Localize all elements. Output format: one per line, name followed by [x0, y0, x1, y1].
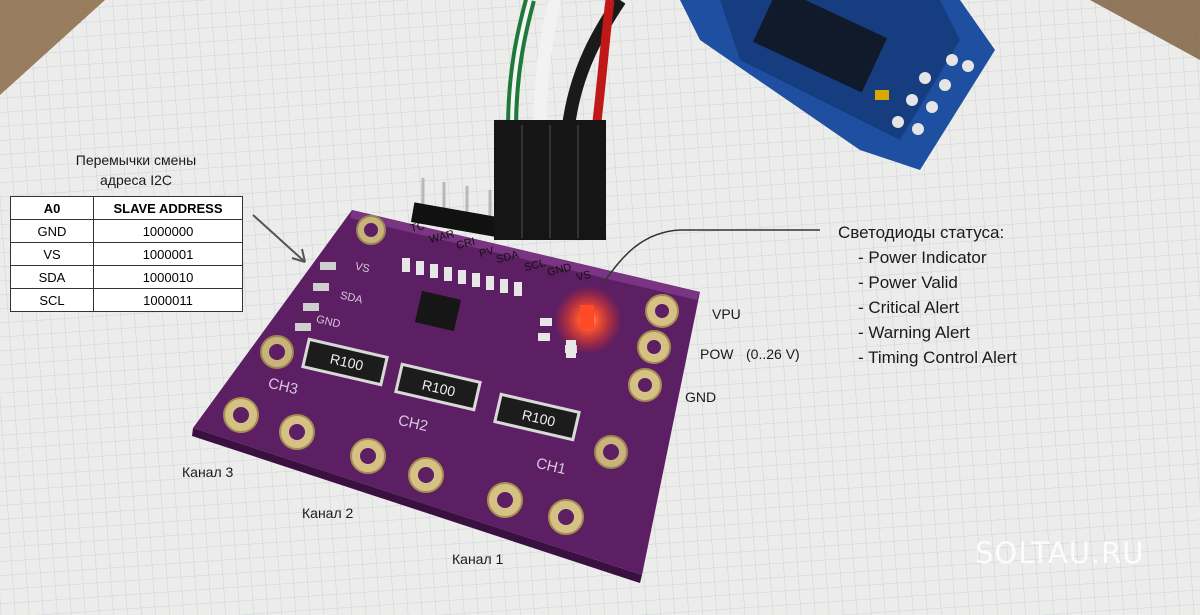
- table-row: VS 1000001: [10, 242, 243, 266]
- status-item-power-indicator: - Power Indicator: [858, 248, 987, 267]
- table-cell: SCL: [10, 288, 94, 312]
- jumper-arrow: [252, 214, 306, 263]
- status-item-critical-alert: - Critical Alert: [858, 298, 960, 317]
- table-cell: SDA: [10, 265, 94, 289]
- channel-2-label: Канал 2: [302, 505, 354, 521]
- jumper-arrow-head: [291, 248, 306, 263]
- table-header-a0: A0: [10, 196, 94, 220]
- pin-header: [410, 120, 606, 240]
- table-cell: 1000010: [93, 265, 243, 289]
- status-led: [580, 305, 594, 329]
- status-led-legend: Светодиоды статуса: - Power Indicator - …: [838, 220, 1017, 370]
- table-row: SDA 1000010: [10, 265, 243, 289]
- table-row: SCL 1000011: [10, 288, 243, 312]
- table-cell: GND: [10, 219, 94, 243]
- led-pointer-line: [603, 229, 820, 283]
- table-header-row: A0 SLAVE ADDRESS: [10, 196, 243, 220]
- dupont-wires: [506, 0, 626, 131]
- label-pow-range: (0..26 V): [746, 346, 800, 362]
- status-led-title: Светодиоды статуса:: [838, 223, 1005, 242]
- status-item-timing-control-alert: - Timing Control Alert: [858, 348, 1017, 367]
- label-vpu: VPU: [712, 306, 741, 322]
- table-header-slave-address: SLAVE ADDRESS: [93, 196, 243, 220]
- label-gnd: GND: [685, 389, 717, 405]
- status-led-2: [566, 340, 576, 358]
- status-item-warning-alert: - Warning Alert: [858, 323, 970, 342]
- table-cell: 1000011: [93, 288, 243, 312]
- table-cell: 1000000: [93, 219, 243, 243]
- wooden-desk-corner: [0, 0, 105, 95]
- arduino-board: [680, 0, 995, 170]
- jumper-title-line1: Перемычки смены: [75, 152, 197, 168]
- channel-1-label: Канал 1: [452, 551, 504, 567]
- table-cell: 1000001: [93, 242, 243, 266]
- ina3221-board: [192, 210, 700, 583]
- jumper-title: Перемычки смены адреса I2C: [36, 150, 236, 190]
- i2c-address-table: A0 SLAVE ADDRESS GND 1000000 VS 1000001 …: [10, 196, 243, 312]
- watermark: SOLTAU.RU: [975, 536, 1145, 570]
- channel-3-label: Канал 3: [182, 464, 234, 480]
- shunt-resistors: [301, 337, 581, 442]
- table-cell: VS: [10, 242, 94, 266]
- table-row: GND 1000000: [10, 219, 243, 243]
- wooden-desk-right: [1090, 0, 1200, 60]
- status-item-power-valid: - Power Valid: [858, 273, 958, 292]
- label-pow: POW: [700, 346, 734, 362]
- jumper-title-line2: адреса I2C: [100, 172, 172, 188]
